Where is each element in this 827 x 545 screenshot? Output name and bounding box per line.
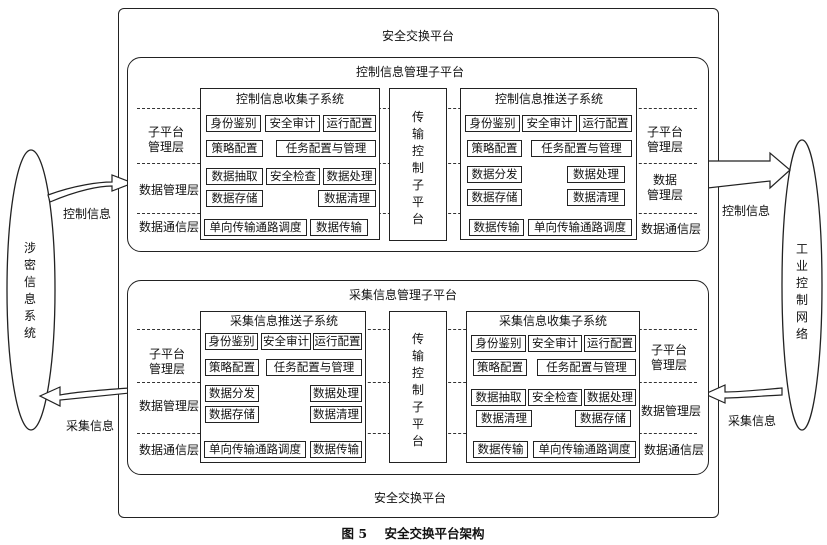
cell-task: 任务配置与管理	[537, 359, 636, 376]
cell-policy: 策略配置	[473, 359, 527, 376]
control-push-subsystem	[460, 88, 637, 240]
right-network-ellipse	[781, 139, 823, 431]
layer-label: 数据管理层	[641, 404, 702, 418]
collect-info-left-label: 采集信息	[66, 419, 115, 433]
cell-distribute: 数据分发	[467, 166, 522, 183]
cell-cleanup: 数据清理	[310, 406, 362, 423]
cell-storage: 数据存储	[575, 410, 631, 427]
platform-title-top: 安全交换平台	[381, 29, 455, 43]
cell-policy: 策略配置	[205, 359, 259, 376]
cell-process: 数据处理	[584, 389, 636, 406]
control-info-left-label: 控制信息	[63, 207, 112, 221]
control-subplatform-title: 控制信息管理子平台	[355, 65, 465, 79]
cell-schedule: 单向传输通路调度	[204, 219, 307, 236]
cell-audit: 安全审计	[261, 333, 311, 350]
layer-label: 数据管理层	[139, 183, 200, 197]
subsystem-title: 控制信息推送子系统	[494, 92, 604, 106]
cell-identity: 身份鉴别	[465, 115, 520, 132]
cell-cleanup: 数据清理	[476, 410, 532, 427]
right-network-label: 工业控制网络	[795, 242, 808, 341]
cell-transfer: 数据传输	[310, 219, 368, 236]
cell-transfer: 数据传输	[310, 441, 362, 458]
cell-task: 任务配置与管理	[266, 359, 362, 376]
cell-process: 数据处理	[323, 168, 376, 185]
subsystem-title: 控制信息收集子系统	[235, 92, 345, 106]
cell-extract: 数据抽取	[206, 168, 263, 185]
cell-schedule: 单向传输通路调度	[204, 441, 306, 458]
layer-label: 数据通信层	[641, 222, 702, 236]
cell-storage: 数据存储	[467, 189, 522, 206]
layer-label: 数据通信层	[139, 220, 200, 234]
subsystem-title: 采集信息推送子系统	[229, 314, 339, 328]
layer-label: 子平台 管理层	[148, 347, 186, 376]
cell-policy: 策略配置	[206, 140, 263, 157]
cell-identity: 身份鉴别	[206, 115, 261, 132]
cell-distribute: 数据分发	[205, 385, 259, 402]
cell-cleanup: 数据清理	[567, 189, 625, 206]
cell-extract: 数据抽取	[471, 389, 526, 406]
collection-transfer-subplatform	[389, 311, 447, 463]
collect-out-arrow	[38, 386, 131, 407]
subsystem-title: 采集信息收集子系统	[498, 314, 608, 328]
collect-in-arrow	[703, 384, 783, 404]
control-transfer-subplatform	[389, 88, 447, 241]
cell-process: 数据处理	[310, 385, 362, 402]
layer-label: 子平台 管理层	[646, 125, 684, 154]
cell-run-config: 运行配置	[584, 335, 636, 352]
layer-label: 数据 管理层	[646, 173, 684, 202]
cell-storage: 数据存储	[205, 406, 259, 423]
layer-label: 数据通信层	[139, 443, 200, 457]
cell-schedule: 单向传输通路调度	[533, 441, 636, 458]
figure-caption: 图 5 安全交换平台架构	[341, 526, 485, 541]
cell-identity: 身份鉴别	[471, 335, 526, 352]
layer-label: 子平台 管理层	[147, 125, 185, 154]
layer-label: 子平台 管理层	[650, 343, 688, 372]
control-in-arrow	[47, 174, 135, 203]
cell-transfer: 数据传输	[469, 219, 524, 236]
transfer-label: 传输控制子平台	[411, 110, 424, 226]
cell-identity: 身份鉴别	[205, 333, 258, 350]
cell-run-config: 运行配置	[313, 333, 362, 350]
control-collect-subsystem	[200, 88, 380, 240]
cell-check: 安全检查	[266, 168, 320, 185]
cell-process: 数据处理	[567, 166, 625, 183]
collection-subplatform-title: 采集信息管理子平台	[348, 288, 458, 302]
cell-cleanup: 数据清理	[318, 190, 376, 207]
collect-info-right-label: 采集信息	[728, 414, 777, 428]
cell-policy: 策略配置	[467, 140, 522, 157]
cell-check: 安全检查	[528, 389, 582, 406]
cell-storage: 数据存储	[206, 190, 263, 207]
cell-audit: 安全审计	[265, 115, 320, 132]
control-info-right-label: 控制信息	[722, 204, 771, 218]
cell-task: 任务配置与管理	[531, 140, 632, 157]
transfer-label: 传输控制子平台	[411, 332, 424, 448]
cell-audit: 安全审计	[528, 335, 582, 352]
left-system-label: 涉密信息系统	[23, 241, 36, 340]
left-system-ellipse	[6, 149, 56, 431]
cell-schedule: 单向传输通路调度	[528, 219, 632, 236]
platform-title-bottom: 安全交换平台	[373, 491, 447, 505]
layer-label: 数据管理层	[139, 399, 200, 413]
cell-run-config: 运行配置	[579, 115, 632, 132]
cell-audit: 安全审计	[522, 115, 577, 132]
cell-task: 任务配置与管理	[276, 140, 376, 157]
cell-transfer: 数据传输	[473, 441, 528, 458]
layer-label: 数据通信层	[644, 443, 705, 457]
cell-run-config: 运行配置	[323, 115, 376, 132]
